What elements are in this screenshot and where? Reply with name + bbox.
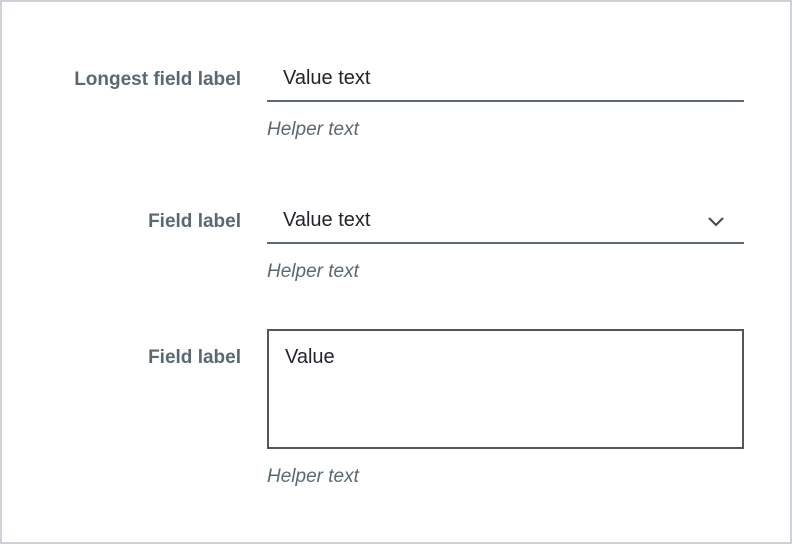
field-label: Field label <box>148 347 241 368</box>
select-input[interactable] <box>267 199 744 244</box>
field-label: Field label <box>148 211 241 232</box>
helper-text: Helper text <box>267 466 359 487</box>
text-input-underline <box>267 57 744 102</box>
select-value-input[interactable] <box>283 199 692 242</box>
text-input[interactable] <box>283 57 744 100</box>
field-group: Longest field label Helper text Field la… <box>2 2 790 488</box>
textarea-input[interactable]: Value <box>267 329 744 449</box>
form-row-textarea: Field label Value Helper text <box>2 329 790 488</box>
helper-text: Helper text <box>267 261 359 282</box>
field-label: Longest field label <box>74 69 241 90</box>
chevron-down-icon[interactable] <box>704 209 728 233</box>
label-cell: Field label <box>2 329 241 488</box>
label-cell: Longest field label <box>2 57 241 102</box>
form-row-select: Field label Helper text <box>2 199 790 283</box>
control-cell: Helper text <box>267 57 744 141</box>
helper-text: Helper text <box>267 119 359 140</box>
control-cell: Helper text <box>267 199 744 283</box>
label-cell: Field label <box>2 199 241 244</box>
form-row-text-input: Longest field label Helper text <box>2 57 790 141</box>
control-cell: Value Helper text <box>267 329 744 488</box>
